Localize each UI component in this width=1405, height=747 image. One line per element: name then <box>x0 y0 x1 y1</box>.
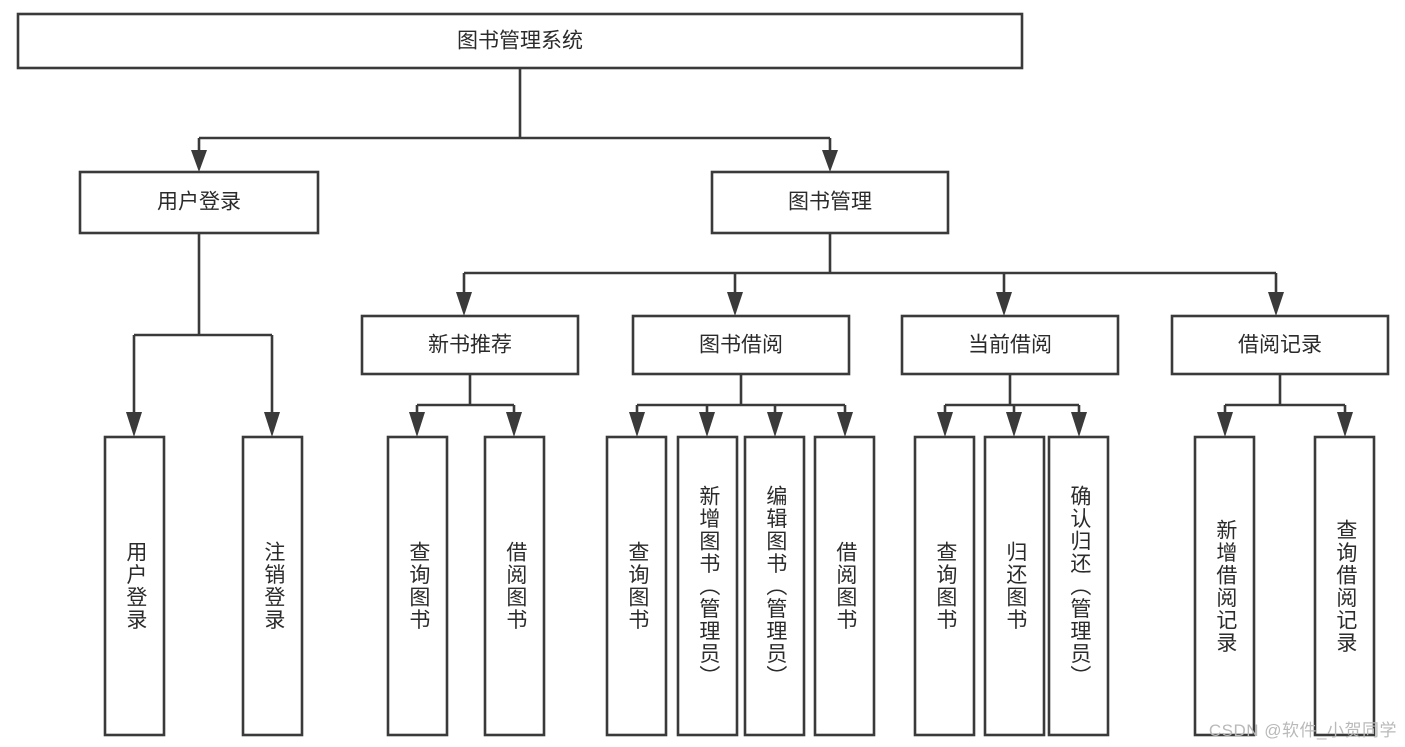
node-current-borrow-box[interactable] <box>900 314 1120 376</box>
node-user-login[interactable]: 用户登录 <box>78 170 320 235</box>
arrow-to-user-login <box>191 150 207 172</box>
arrow-to-leaf-logout <box>264 412 280 437</box>
node-root[interactable]: 图书管理系统 <box>16 12 1024 70</box>
node-new-book-recommend-box[interactable] <box>360 314 580 376</box>
arrow-to-book-borrow <box>727 292 743 316</box>
node-root-box[interactable] <box>16 12 1024 70</box>
node-root-label: 图书管理系统 <box>457 30 583 53</box>
arrow-dqjy-leaf-1 <box>937 412 953 437</box>
arrow-tsjy-leaf-1 <box>629 412 645 437</box>
arrow-to-new-book-rec <box>456 292 472 316</box>
leaf-node-box[interactable] <box>676 435 739 737</box>
connector-layer <box>126 68 1353 437</box>
node-current-borrow[interactable]: 当前借阅 <box>900 314 1120 376</box>
leaf-node-box[interactable] <box>483 435 546 737</box>
leaf-node-box[interactable] <box>103 435 166 737</box>
arrow-to-leaf-user-login <box>126 412 142 437</box>
node-user-login-label: 用户登录 <box>157 191 241 214</box>
leaf-node-box[interactable] <box>983 435 1046 737</box>
node-user-login-box[interactable] <box>78 170 320 235</box>
leaf-rect-layer <box>103 435 1376 737</box>
arrow-jyjl-leaf-1 <box>1217 412 1233 437</box>
arrow-to-book-manage <box>822 150 838 172</box>
arrow-tsjy-leaf-2 <box>699 412 715 437</box>
node-new-book-recommend[interactable]: 新书推荐 <box>360 314 580 376</box>
node-current-borrow-label: 当前借阅 <box>968 334 1052 357</box>
arrow-nbr-leaf-1 <box>409 412 425 437</box>
node-book-manage[interactable]: 图书管理 <box>710 170 950 235</box>
node-book-borrow-box[interactable] <box>631 314 851 376</box>
arrow-dqjy-leaf-2 <box>1006 412 1022 437</box>
leaf-node-box[interactable] <box>813 435 876 737</box>
watermark-text: CSDN @软件_小贺同学 <box>1208 721 1397 740</box>
leaf-node-box[interactable] <box>1193 435 1256 737</box>
leaf-node-box[interactable] <box>605 435 668 737</box>
node-book-borrow-label: 图书借阅 <box>699 334 783 357</box>
node-new-book-recommend-label: 新书推荐 <box>428 334 512 357</box>
leaf-node-box[interactable] <box>1313 435 1376 737</box>
arrow-dqjy-leaf-3 <box>1071 412 1087 437</box>
arrow-nbr-leaf-2 <box>506 412 522 437</box>
node-borrow-record[interactable]: 借阅记录 <box>1170 314 1390 376</box>
leaf-node-box[interactable] <box>913 435 976 737</box>
arrow-to-borrow-record <box>1268 292 1284 316</box>
node-book-manage-label: 图书管理 <box>788 191 872 214</box>
leaf-node-box[interactable] <box>241 435 304 737</box>
leaf-node-box[interactable] <box>386 435 449 737</box>
node-book-borrow[interactable]: 图书借阅 <box>631 314 851 376</box>
arrow-to-current-borrow <box>996 292 1012 316</box>
leaf-node-box[interactable] <box>743 435 806 737</box>
node-borrow-record-label: 借阅记录 <box>1238 334 1322 357</box>
node-book-manage-box[interactable] <box>710 170 950 235</box>
arrow-tsjy-leaf-3 <box>767 412 783 437</box>
leaf-node-box[interactable] <box>1047 435 1110 737</box>
arrow-jyjl-leaf-2 <box>1337 412 1353 437</box>
node-borrow-record-box[interactable] <box>1170 314 1390 376</box>
arrow-tsjy-leaf-4 <box>837 412 853 437</box>
